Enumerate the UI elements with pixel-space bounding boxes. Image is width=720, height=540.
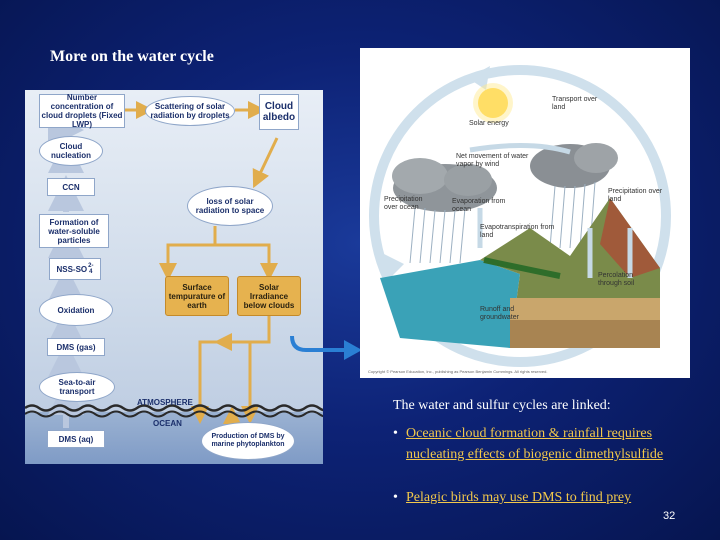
nss-subscript: 4 (89, 269, 93, 275)
box-cloud-nucleation: Cloud nucleation (39, 136, 103, 166)
box-dms-gas: DMS (gas) (47, 338, 105, 356)
bullet-link-cloud-formation[interactable]: Oceanic cloud formation & rainfall requi… (406, 426, 664, 462)
water-cycle-art (369, 65, 671, 367)
bullet-item: • Oceanic cloud formation & rainfall req… (393, 423, 693, 465)
label-transport-over-land: Transport over land (552, 96, 598, 111)
box-scattering: Scattering of solar radiation by droplet… (145, 96, 235, 126)
nss-superscript: 2- (88, 263, 94, 269)
label-evapotranspiration: Evapotranspiration from land (480, 224, 555, 239)
box-solar-irradiance: Solar Irradiance below clouds (237, 276, 301, 316)
slide-title: More on the water cycle (50, 48, 214, 65)
box-surface-temp: Surface tempurature of earth (165, 276, 229, 316)
box-dms-aq: DMS (aq) (47, 430, 105, 448)
box-loss-solar: loss of solar radiation to space (187, 186, 273, 226)
box-dms-production: Production of DMS by marine phytoplankto… (201, 422, 295, 460)
label-solar-energy: Solar energy (469, 120, 509, 127)
sulfur-cycle-diagram: Number concentration of cloud droplets (… (25, 90, 323, 464)
label-net-movement: Net movement of water vapor by wind (456, 153, 529, 168)
linked-cycles-heading: The water and sulfur cycles are linked: (393, 398, 611, 413)
label-atmosphere: ATMOSPHERE (137, 398, 193, 407)
water-cycle-illustration: Solar energy Transport over land Net mov… (360, 48, 690, 378)
copyright-note: Copyright © Pearson Education, Inc., pub… (368, 369, 548, 374)
bullet-marker: • (393, 426, 398, 441)
box-cloud-albedo: Cloud albedo (259, 94, 299, 130)
label-percolation: Percolation through soil (598, 272, 635, 287)
bullet-item: • Pelagic birds may use DMS to find prey (393, 487, 693, 508)
nss-so-label: NSS-SO (56, 264, 88, 274)
label-precip-ocean: Precipitation over ocean (384, 196, 423, 211)
bullet-marker: • (393, 490, 398, 505)
bullet-link-pelagic-birds[interactable]: Pelagic birds may use DMS to find prey (406, 490, 632, 505)
label-runoff: Runoff and groundwater (480, 306, 519, 321)
box-oxidation: Oxidation (39, 294, 113, 326)
box-sea-to-air: Sea-to-air transport (39, 372, 115, 402)
label-evap-ocean: Evaporation from ocean (452, 198, 506, 213)
label-precip-land: Precipitation over land (608, 188, 663, 203)
box-ccn: CCN (47, 178, 95, 196)
page-number: 32 (663, 510, 676, 522)
label-ocean: OCEAN (153, 419, 182, 428)
box-water-soluble-particles: Formation of water-soluble particles (39, 214, 109, 248)
box-cloud-droplets: Number concentration of cloud droplets (… (39, 93, 125, 129)
